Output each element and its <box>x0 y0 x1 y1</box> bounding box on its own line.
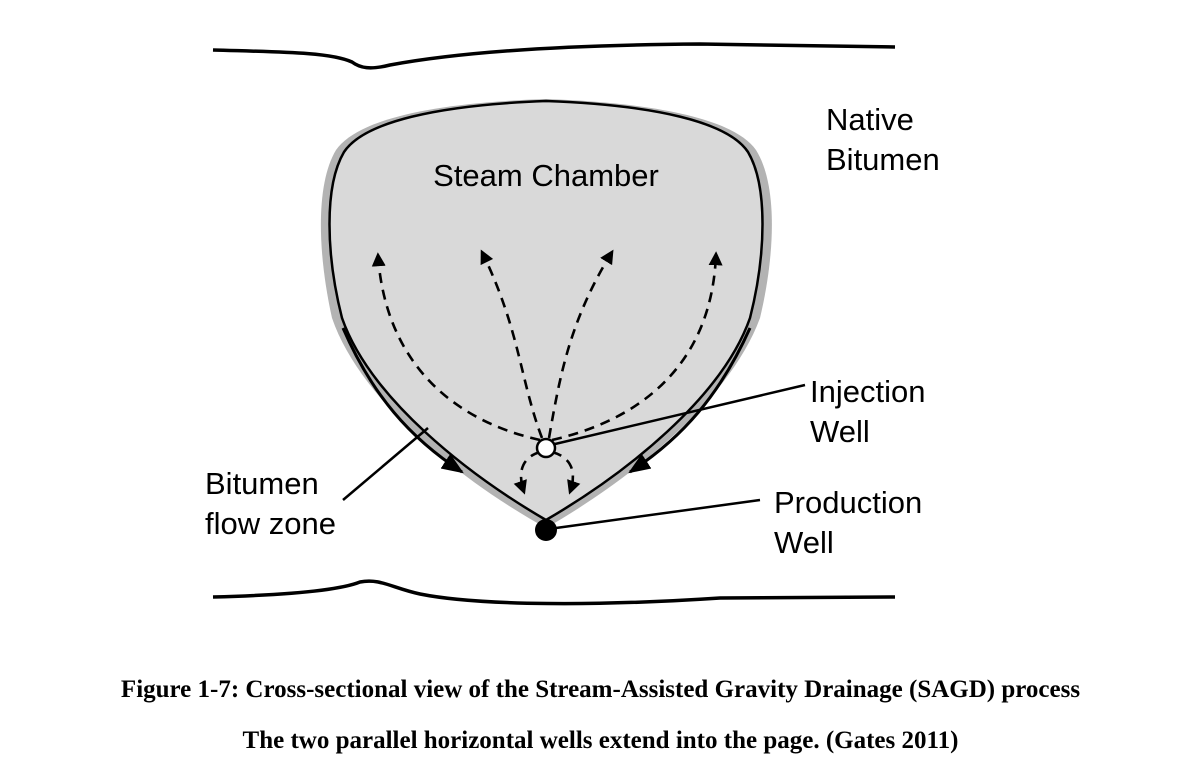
injection-well <box>535 437 557 459</box>
bitumen-flow-zone-label-line2: flow zone <box>205 506 336 541</box>
production-well-leader-line <box>555 498 761 530</box>
native-bitumen-label: Native Bitumen <box>826 102 940 177</box>
steam-path-far-left <box>371 252 541 442</box>
steam-chamber-label: Steam Chamber <box>433 158 659 193</box>
steam-path-far-right <box>551 251 723 442</box>
bitumen-flow-zone-label: Bitumen flow zone <box>205 466 336 541</box>
steam-path-inner-left <box>480 249 544 439</box>
steam-flow-arrows <box>371 249 723 495</box>
steam-path-inner-right <box>547 249 614 439</box>
bottom-boundary-line <box>212 579 896 606</box>
production-well-label-line1: Production <box>774 485 922 520</box>
native-bitumen-label-line1: Native <box>826 102 914 137</box>
injection-well-label: Injection Well <box>810 374 934 449</box>
left-drainage-flow-arrow <box>341 327 464 474</box>
native-bitumen-label-line2: Bitumen <box>826 142 940 177</box>
figure-caption-note: The two parallel horizontal wells extend… <box>242 727 959 754</box>
injection-well-label-line2: Well <box>810 414 870 449</box>
top-boundary-line <box>212 42 896 70</box>
bitumen-flow-zone-label-line1: Bitumen <box>205 466 319 501</box>
production-well <box>535 519 557 541</box>
production-well-label: Production Well <box>774 485 931 560</box>
figure-caption-title: Figure 1-7: Cross-sectional view of the … <box>120 676 1081 703</box>
bitumen-flow-zone-leader-line <box>342 427 429 501</box>
production-well-label-line2: Well <box>774 525 834 560</box>
sagd-diagram: Steam Chamber Native Bitumen Injection W… <box>205 42 940 606</box>
condensate-path-left <box>513 450 541 495</box>
right-drainage-flow-arrow <box>628 327 752 474</box>
injection-well-label-line1: Injection <box>810 374 925 409</box>
condensate-path-right <box>551 450 581 495</box>
injection-well-leader-line <box>554 383 806 446</box>
